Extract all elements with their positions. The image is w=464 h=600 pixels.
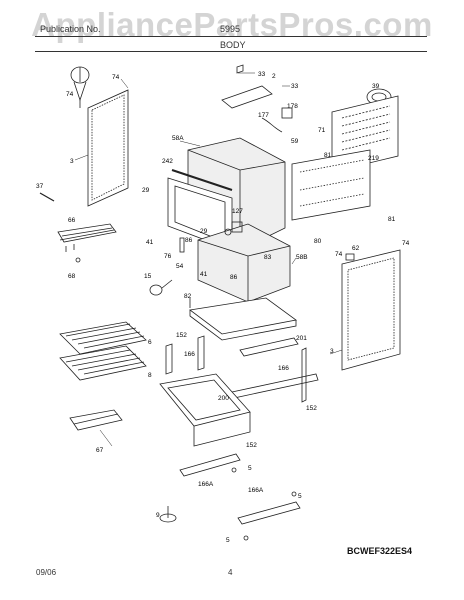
side-panel-right (341, 249, 401, 371)
callout-81-a: 81 (324, 152, 332, 159)
oven-rack-6 (59, 321, 147, 355)
wire-177 (261, 117, 283, 133)
callout-127: 127 (232, 208, 243, 215)
screw-29 (224, 228, 232, 236)
diagram-code: BCWEF322ES4 (346, 546, 412, 556)
section-title: BODY (220, 40, 246, 50)
callout-6: 6 (148, 339, 152, 346)
part-127 (231, 221, 243, 233)
bottom-tray (189, 297, 297, 341)
rail-152-right (301, 347, 307, 403)
callout-71: 71 (318, 127, 326, 134)
screw-68 (75, 257, 81, 263)
callout-9: 9 (156, 512, 160, 519)
callout-5-b: 5 (298, 493, 302, 500)
callout-242: 242 (162, 158, 173, 165)
oven-cavity-58a (167, 137, 286, 251)
knob-15 (149, 279, 173, 296)
callout-58a: 58A (172, 135, 184, 142)
callout-8: 8 (148, 372, 152, 379)
callout-67: 67 (96, 447, 104, 454)
callout-219: 219 (368, 155, 379, 162)
element-66 (57, 223, 117, 252)
gasket-37 (39, 192, 55, 202)
callout-3-b: 3 (330, 348, 334, 355)
rail-152-left (165, 343, 173, 375)
callout-15: 15 (144, 273, 152, 280)
footer-date: 09/06 (36, 568, 57, 577)
latch-86 (179, 237, 185, 253)
callout-80: 80 (314, 238, 322, 245)
callout-166-b: 166 (278, 365, 289, 372)
callout-74-c: 74 (402, 240, 410, 247)
callout-76: 76 (164, 253, 172, 260)
clip-178 (281, 107, 293, 119)
callout-58b: 58B (296, 254, 308, 261)
callout-74-b: 74 (66, 91, 74, 98)
callout-66: 66 (68, 217, 76, 224)
callout-201: 201 (296, 335, 307, 342)
callout-86-a: 86 (185, 237, 193, 244)
bracket-2 (221, 85, 273, 109)
callout-74-a: 74 (112, 74, 120, 81)
callout-81-b: 81 (388, 216, 396, 223)
slide-166a-left (179, 453, 241, 477)
callout-166-a: 166 (184, 351, 195, 358)
callout-177: 177 (258, 112, 269, 119)
callout-178: 178 (287, 103, 298, 110)
header-rule-top (35, 36, 427, 37)
leveler-9 (159, 506, 177, 523)
oven-rack-8 (59, 345, 147, 381)
rod-242 (171, 169, 233, 191)
rail-152-mid (197, 335, 205, 371)
callout-39: 39 (372, 83, 380, 90)
rear-bracket-assembly (291, 149, 371, 221)
callout-166a-a: 166A (198, 481, 214, 488)
bracket-33 (236, 64, 244, 74)
callout-5-c: 5 (226, 537, 230, 544)
callout-2: 2 (272, 73, 276, 80)
callout-74-d: 74 (335, 251, 343, 258)
element-67 (69, 409, 123, 431)
callout-82: 82 (184, 293, 192, 300)
leader-lines (74, 72, 343, 447)
callout-200: 200 (218, 395, 229, 402)
knob-part (70, 66, 90, 108)
back-panel-71 (331, 95, 399, 173)
footer-page-number: 4 (228, 568, 233, 577)
callout-37: 37 (36, 183, 44, 190)
callout-41-a: 41 (146, 239, 154, 246)
rail-166-right (231, 373, 319, 399)
rail-201 (239, 337, 299, 357)
callout-3-a: 3 (70, 158, 74, 165)
callout-41-b: 41 (200, 271, 208, 278)
callout-5-a: 5 (248, 465, 252, 472)
part-62 (345, 253, 355, 261)
callout-152-b: 152 (306, 405, 317, 412)
callout-33-a: 33 (258, 71, 266, 78)
callout-33-b: 33 (291, 83, 299, 90)
header-rule-bottom (35, 51, 427, 52)
callout-62: 62 (352, 245, 360, 252)
callout-152-c: 152 (246, 442, 257, 449)
callout-68: 68 (68, 273, 76, 280)
callout-152-a: 152 (176, 332, 187, 339)
callout-166a-b: 166A (248, 487, 264, 494)
lower-cavity-58b (197, 223, 291, 303)
callout-86-b: 86 (230, 274, 238, 281)
screw-5b (291, 491, 297, 497)
screw-5c (243, 535, 249, 541)
callout-83: 83 (264, 254, 272, 261)
screw-5a (231, 467, 237, 473)
publication-code: 5995 (220, 24, 241, 34)
callout-29-a: 29 (142, 187, 150, 194)
callout-59: 59 (291, 138, 299, 145)
callout-29-b: 29 (200, 228, 208, 235)
publication-label: Publication No. (40, 24, 101, 34)
drawer-200 (159, 373, 251, 447)
slide-166a-right (237, 501, 301, 525)
callout-54: 54 (176, 263, 184, 270)
side-panel-left (87, 89, 129, 207)
